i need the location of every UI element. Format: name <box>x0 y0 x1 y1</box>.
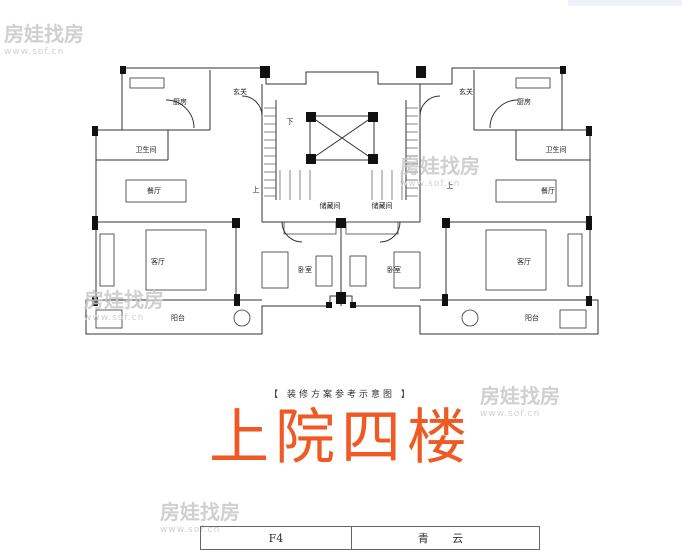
room-label-bedroom: 卧室 <box>298 265 312 274</box>
room-label-bathroom: 卫生间 <box>546 145 567 154</box>
footer-table: F4 青 云 <box>200 526 540 550</box>
room-label-living: 客厅 <box>151 257 165 266</box>
sofa-set <box>145 229 207 291</box>
plant <box>461 309 479 327</box>
room-label-kitchen: 厨房 <box>517 97 531 106</box>
watermark-url: www.sof.cn <box>400 179 461 189</box>
kitchen-counter <box>129 77 165 89</box>
floor-label: F4 <box>201 527 352 549</box>
room-label-dining: 餐厅 <box>147 186 161 195</box>
stair-up-label: 上 <box>447 181 454 190</box>
bed <box>315 255 333 287</box>
outer-wall <box>85 67 599 335</box>
sofa-set <box>485 229 547 291</box>
door-swing <box>165 99 195 129</box>
plan-caption: 【 装修方案参考示意图 】 <box>269 390 413 400</box>
watermark-url: www.sof.cn <box>4 47 65 57</box>
stair-up-label: 上 <box>253 185 260 194</box>
elevator-cross <box>309 115 375 161</box>
room-label-kitchen: 厨房 <box>173 97 187 106</box>
wardrobe <box>345 221 399 235</box>
elevator-shaft <box>309 115 375 161</box>
room-label-dining: 餐厅 <box>541 186 555 195</box>
room-label-bathroom: 卫生间 <box>136 145 157 154</box>
door-swing <box>379 221 401 243</box>
watermark-brand: 房娃找房 <box>84 288 164 312</box>
dining-table <box>125 179 187 203</box>
tv-cabinet <box>567 233 583 287</box>
door-swing <box>419 95 441 117</box>
kitchen-counter <box>515 77 551 89</box>
columns <box>92 66 592 308</box>
door-swing <box>489 99 519 129</box>
dining-table <box>495 179 557 203</box>
room-label-living: 客厅 <box>517 257 531 266</box>
balcony-fixture <box>95 309 123 329</box>
room-label-entrance: 玄关 <box>233 87 247 96</box>
wardrobe <box>283 221 337 235</box>
bed <box>261 251 289 289</box>
balcony-fixture <box>559 309 587 329</box>
watermark-brand: 房娃找房 <box>4 22 84 46</box>
watermark-brand: 房娃找房 <box>160 500 240 524</box>
bed <box>393 251 421 289</box>
room-label-storage: 储藏间 <box>372 201 393 210</box>
room-label-bedroom: 卧室 <box>387 265 401 274</box>
watermark-brand: 房娃找房 <box>400 154 480 178</box>
watermark-brand: 房娃找房 <box>480 384 560 408</box>
top-edge-bar <box>568 0 682 6</box>
watermark-url: www.sof.cn <box>84 313 145 323</box>
floor-plan: 厨房 厨房 玄关 玄关 卫生间 卫生间 餐厅 餐厅 客厅 客厅 卧室 卧室 阳台… <box>85 66 599 335</box>
page-title: 上院四楼 <box>209 403 473 473</box>
bed <box>349 255 367 287</box>
door-swing <box>241 95 263 117</box>
room-label-balcony: 阳台 <box>171 313 185 322</box>
stair-down-label: 下 <box>287 118 294 126</box>
unit-name: 青 云 <box>417 532 474 545</box>
tv-cabinet <box>99 233 115 287</box>
plant <box>233 309 251 327</box>
room-label-balcony: 阳台 <box>525 313 539 322</box>
door-swing <box>281 221 303 243</box>
room-label-entrance: 玄关 <box>459 87 473 96</box>
room-label-storage: 储藏间 <box>320 201 341 210</box>
watermark-url: www.sof.cn <box>160 525 221 535</box>
watermark-url: www.sof.cn <box>480 409 541 419</box>
